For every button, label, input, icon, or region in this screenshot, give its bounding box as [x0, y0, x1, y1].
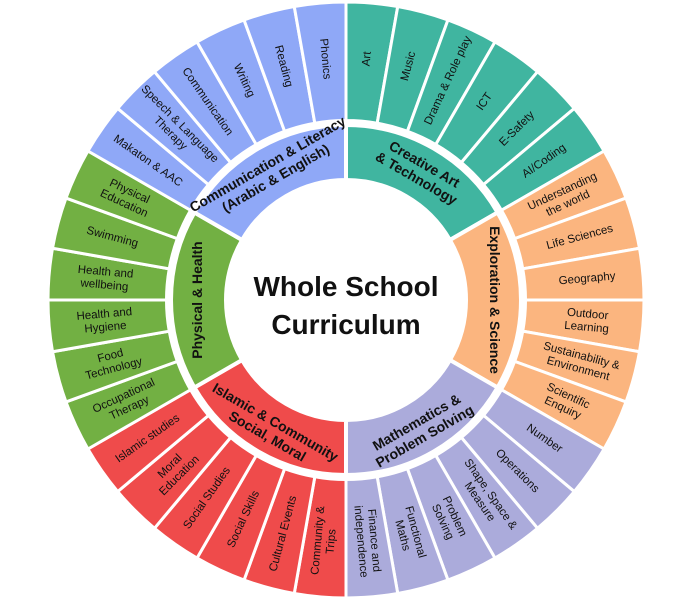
item-label-functional-maths: FunctionalMaths [390, 505, 428, 563]
domain-label-physical: Physical & Health [189, 241, 205, 359]
item-label-outdoor-learning: OutdoorLearning [564, 307, 611, 336]
item-label-geography: Geography [558, 270, 616, 287]
domain-label-exploration: Exploration & Science [487, 226, 503, 374]
item-label-health-and-wellbeing: Health andwellbeing [76, 264, 134, 294]
center-disc [226, 180, 466, 420]
center-title-line1: Whole School [253, 271, 438, 302]
item-label-health-and-hygiene: Health andHygiene [76, 306, 134, 336]
item-label-art: Art [360, 50, 373, 66]
wedge-phonics [292, 0, 348, 125]
center-title-line2: Curriculum [271, 309, 420, 340]
item-label-phonics: Phonics [317, 38, 333, 80]
